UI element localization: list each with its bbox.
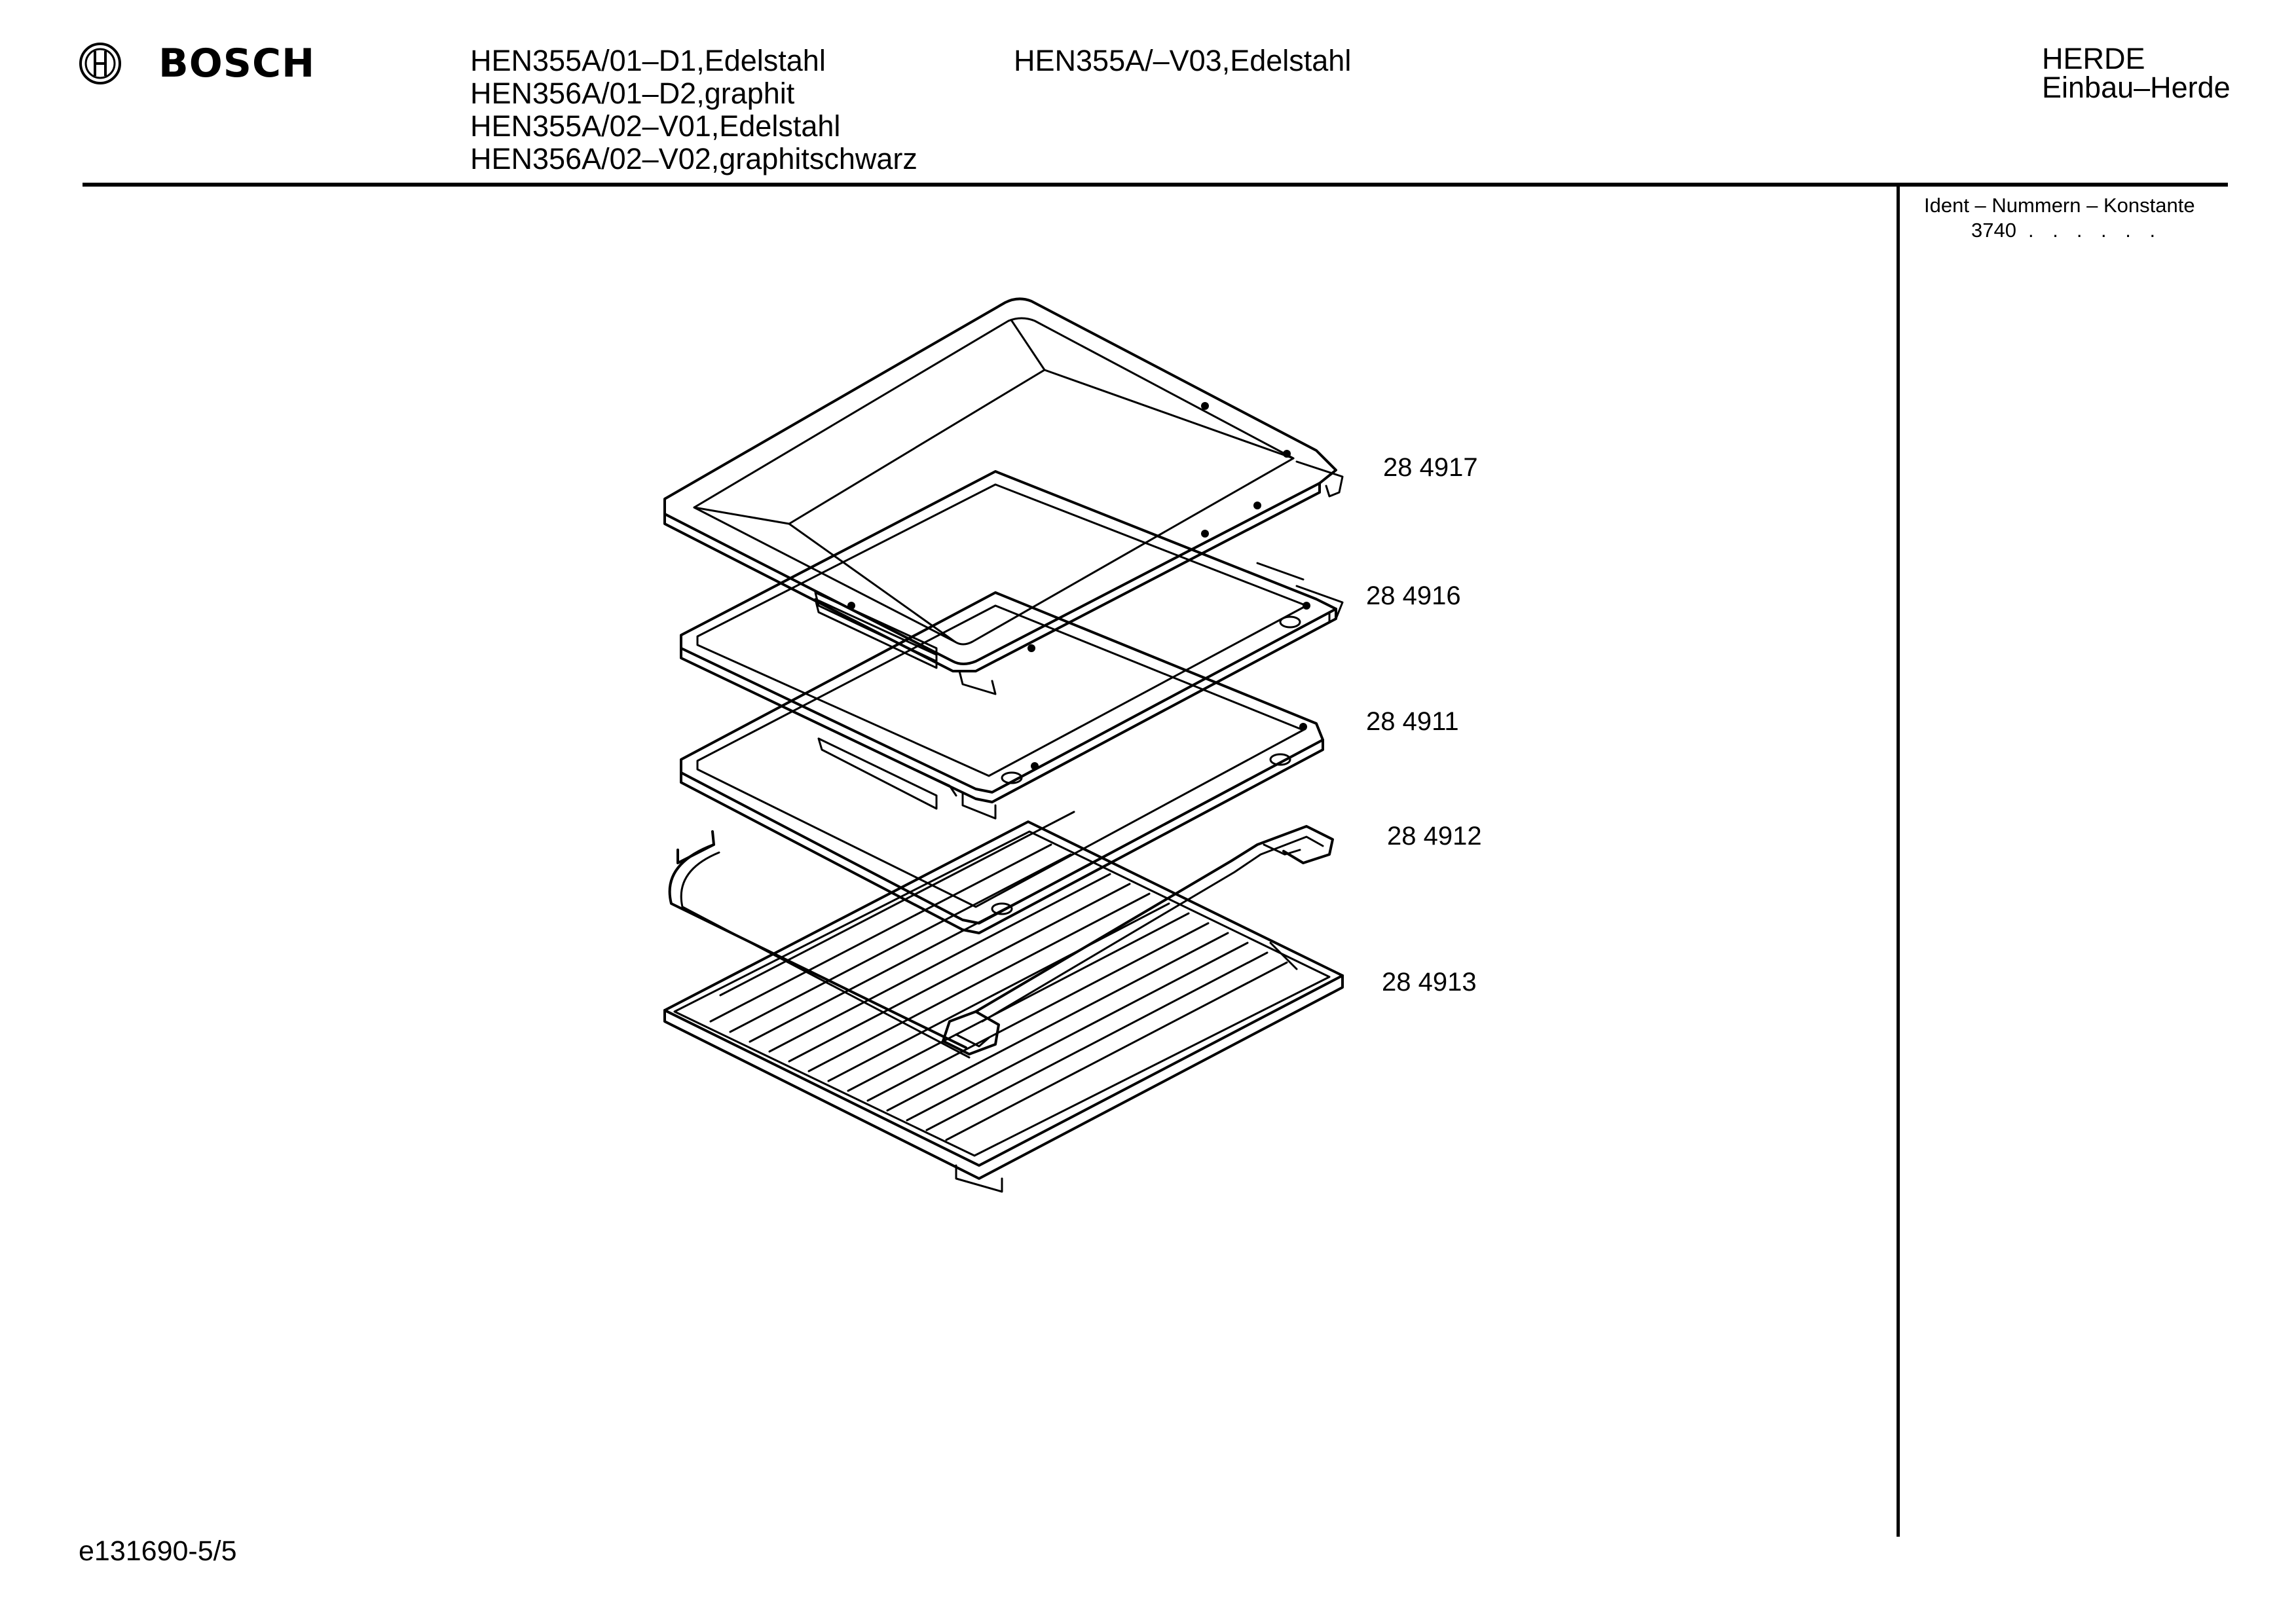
- ident-code: 3740: [1971, 219, 2016, 242]
- model-line: HEN356A/01–D2,graphit: [470, 77, 795, 110]
- document-id: e131690-5/5: [79, 1535, 237, 1567]
- part-number-label: 28 4916: [1366, 581, 1461, 610]
- header-divider: [83, 183, 2228, 187]
- ident-values: 3740 . . . . . .: [1971, 219, 2162, 242]
- model-line: HEN356A/02–V02,graphitschwarz: [470, 142, 917, 175]
- ident-title: Ident – Nummern – Konstante: [1924, 194, 2195, 217]
- middle-tray-part: [680, 470, 1344, 820]
- model-line: HEN355A/02–V01,Edelstahl: [470, 109, 841, 143]
- part-number-label: 28 4912: [1387, 822, 1482, 851]
- category: HERDE Einbau–Herde: [2042, 42, 2231, 104]
- ident-dots-b: . . . .: [2076, 219, 2162, 242]
- brand-name: BOSCH: [158, 41, 316, 86]
- deep-tray-part: [663, 297, 1344, 695]
- brand: BOSCH: [79, 41, 315, 86]
- wire-grid-part: [663, 811, 1344, 1193]
- lower-tray-part: [680, 591, 1324, 934]
- bosch-armature-logo-icon: [79, 43, 121, 84]
- model-list: HEN355A/01–D1,Edelstahl HEN356A/01–D2,gr…: [470, 45, 917, 175]
- tray-handle-part: [668, 825, 1334, 1059]
- category-title: HERDE: [2042, 42, 2145, 75]
- part-number-label: 28 4911: [1366, 707, 1459, 736]
- ident-dots-a: . .: [2028, 219, 2065, 242]
- model-line-right: HEN355A/–V03,Edelstahl: [1014, 44, 1352, 77]
- part-number-label: 28 4913: [1382, 968, 1477, 997]
- model-line: HEN355A/01–D1,Edelstahl: [470, 44, 826, 77]
- category-subtitle: Einbau–Herde: [2042, 71, 2231, 104]
- part-number-label: 28 4917: [1383, 453, 1478, 482]
- side-panel-divider: [1897, 187, 1900, 1537]
